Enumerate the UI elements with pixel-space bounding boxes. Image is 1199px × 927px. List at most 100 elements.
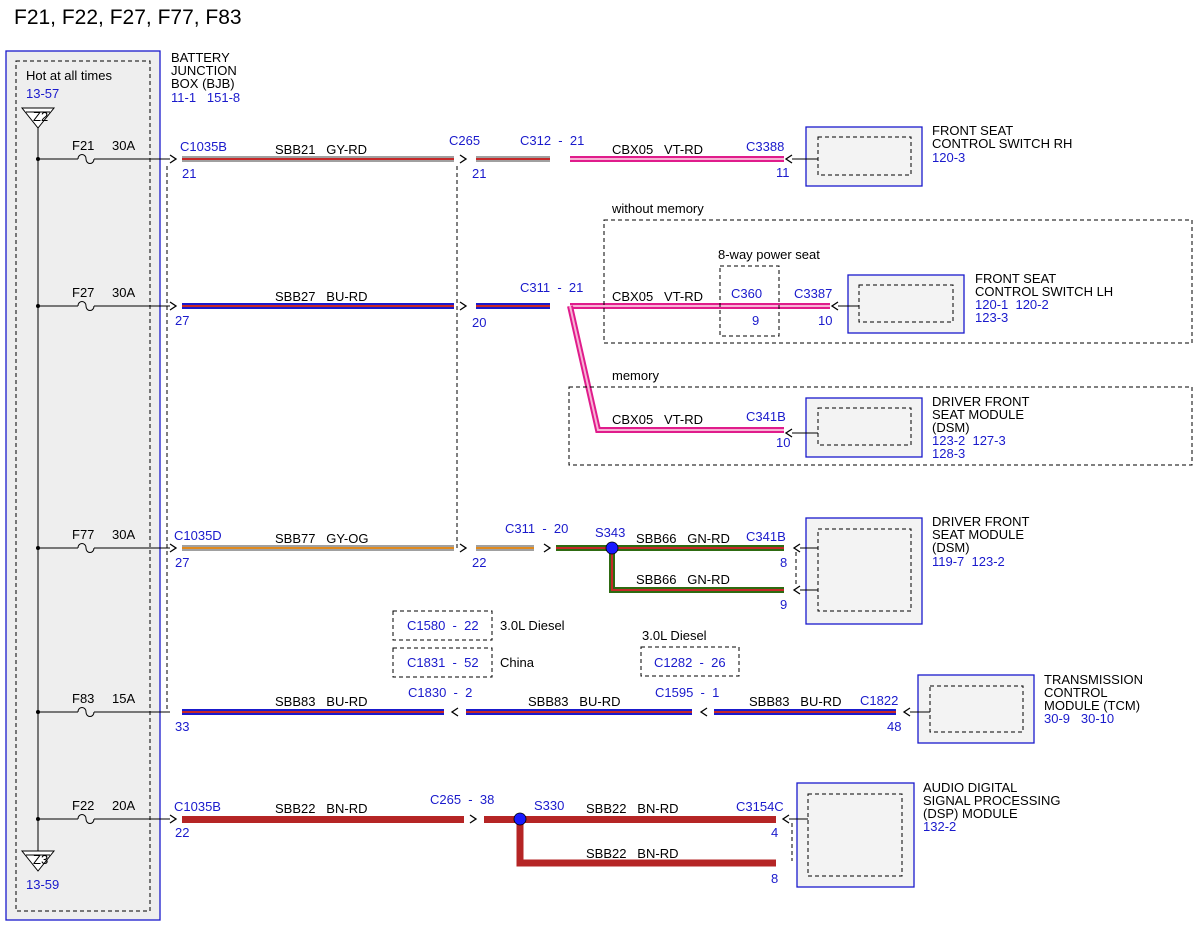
wire-sbb83-b-label: SBB83 BU-RD — [528, 694, 620, 709]
c3154c-pin-4: 4 — [771, 825, 778, 840]
dsm-b-name-1: DRIVER FRONT — [932, 514, 1030, 529]
dsp-name-3: (DSP) MODULE — [923, 806, 1018, 821]
memory-box — [568, 386, 1193, 466]
c1035b-bot-label: C1035B — [174, 799, 221, 814]
c341b-a-label: C341B — [746, 409, 786, 424]
pin-22-mid: 22 — [472, 555, 486, 570]
splice-s343 — [605, 541, 619, 555]
wire-sbb22 — [182, 816, 776, 867]
c1831-label: C1831 - 52 — [407, 655, 479, 670]
c1035b-top-label: C1035B — [180, 139, 227, 154]
c1035d-label: C1035D — [174, 528, 222, 543]
bjb-name-2: JUNCTION — [171, 63, 237, 78]
c1580-option: 3.0L Diesel — [500, 618, 565, 633]
dsp-name-1: AUDIO DIGITAL — [923, 780, 1017, 795]
wire-cbx05-dsm — [567, 305, 784, 433]
wire-cbx05-lh-label: CBX05 VT-RD — [612, 289, 703, 304]
connector-arrows — [169, 154, 911, 824]
wire-sbb66-pin9 — [609, 548, 784, 593]
z2-label: Z2 — [33, 109, 48, 124]
dsp-ref: 132-2 — [923, 819, 956, 834]
wire-cbx05-rh — [570, 156, 784, 162]
splice-s330 — [513, 812, 527, 826]
c3154c-pin-8: 8 — [771, 871, 778, 886]
dsm-a-ref-2: 128-3 — [932, 446, 965, 461]
c1035b-bot-pin: 22 — [175, 825, 189, 840]
c341b-b-pin-9: 9 — [780, 597, 787, 612]
wire-sbb22-c-label: SBB22 BN-RD — [586, 846, 678, 861]
wire-sbb77 — [182, 545, 534, 551]
dsm-b-name-2: SEAT MODULE — [932, 527, 1024, 542]
driver-front-seat-module — [795, 517, 923, 625]
bjb-name-1: BATTERY — [171, 50, 230, 65]
fuse-f77-amp: 30A — [112, 527, 135, 542]
c1831-box — [392, 647, 493, 678]
c3387-pin: 10 — [818, 313, 832, 328]
c1035b-top-pin: 21 — [182, 166, 196, 181]
c1822-pin: 48 — [887, 719, 901, 734]
hot-ref: 13-57 — [26, 86, 59, 101]
z3-ref: 13-59 — [26, 877, 59, 892]
wire-sbb66-a-label: SBB66 GN-RD — [636, 531, 730, 546]
fuse-f21-name: F21 — [72, 138, 94, 153]
wire-cbx05-rh-label: CBX05 VT-RD — [612, 142, 703, 157]
c360-label: C360 — [731, 286, 762, 301]
c341b-b-pin-8: 8 — [780, 555, 787, 570]
page-title: F21, F22, F27, F77, F83 — [14, 6, 242, 29]
c311-b-label: C311 - 20 — [505, 521, 568, 536]
c341b-a-pin: 10 — [776, 435, 790, 450]
audio-dsp-module — [789, 782, 915, 888]
wire-sbb27 — [182, 303, 550, 309]
c1282-option: 3.0L Diesel — [642, 628, 707, 643]
tcm-name-3: MODULE (TCM) — [1044, 698, 1140, 713]
fscs-lh-ref-1: 120-1 120-2 — [975, 297, 1049, 312]
fuse-f83-name: F83 — [72, 691, 94, 706]
fscs-lh-name-1: FRONT SEAT — [975, 271, 1056, 286]
dsm-a-name-3: (DSM) — [932, 420, 970, 435]
bjb-name-3: BOX (BJB) — [171, 76, 235, 91]
pin-33-label: 33 — [175, 719, 189, 734]
c360-box — [719, 265, 780, 337]
transmission-control-module — [910, 674, 1035, 744]
wire-sbb83 — [182, 709, 896, 715]
dsm-b-name-3: (DSM) — [932, 540, 970, 555]
wire-sbb77-label: SBB77 GY-OG — [275, 531, 368, 546]
tcm-name-2: CONTROL — [1044, 685, 1108, 700]
pin-20-label: 20 — [472, 315, 486, 330]
c1822-label: C1822 — [860, 693, 898, 708]
dsm-a-ref-1: 123-2 127-3 — [932, 433, 1006, 448]
dsm-a-name-2: SEAT MODULE — [932, 407, 1024, 422]
c1282-box — [640, 646, 740, 677]
fuse-f27: F27 30A — [36, 285, 170, 311]
eight-way-seat-label: 8-way power seat — [718, 247, 820, 262]
c1282-label: C1282 - 26 — [654, 655, 726, 670]
bjb-inner-box — [15, 60, 151, 912]
z3-label: Z3 — [33, 852, 48, 867]
c265-label: C265 — [449, 133, 480, 148]
memory-label: memory — [612, 368, 659, 383]
dsm-a-name-1: DRIVER FRONT — [932, 394, 1030, 409]
fuse-f22-name: F22 — [72, 798, 94, 813]
c265-38-label: C265 - 38 — [430, 792, 494, 807]
wire-sbb83-a-label: SBB83 BU-RD — [275, 694, 367, 709]
without-memory-box — [603, 219, 1193, 344]
s343-label: S343 — [595, 525, 625, 540]
s330-label: S330 — [534, 798, 564, 813]
fuse-f22: F22 20A — [36, 798, 170, 824]
wire-sbb27-label: SBB27 BU-RD — [275, 289, 367, 304]
c1580-label: C1580 - 22 — [407, 618, 479, 633]
wire-sbb21-label: SBB21 GY-RD — [275, 142, 367, 157]
wire-sbb66-b-label: SBB66 GN-RD — [636, 572, 730, 587]
wire-sbb22-b-label: SBB22 BN-RD — [586, 801, 678, 816]
fuse-f83-amp: 15A — [112, 691, 135, 706]
z2-terminal: Z2 — [20, 107, 56, 129]
c3154c-label: C3154C — [736, 799, 784, 814]
fuse-f77: F77 30A — [36, 527, 170, 553]
front-seat-control-switch-rh — [792, 126, 923, 187]
c3387-label: C3387 — [794, 286, 832, 301]
dsp-name-2: SIGNAL PROCESSING — [923, 793, 1061, 808]
driver-front-seat-module-memory — [792, 397, 923, 458]
wire-sbb83-c-label: SBB83 BU-RD — [749, 694, 841, 709]
hot-at-all-times-label: Hot at all times — [26, 68, 112, 83]
wire-cbx05-lh — [570, 303, 830, 309]
